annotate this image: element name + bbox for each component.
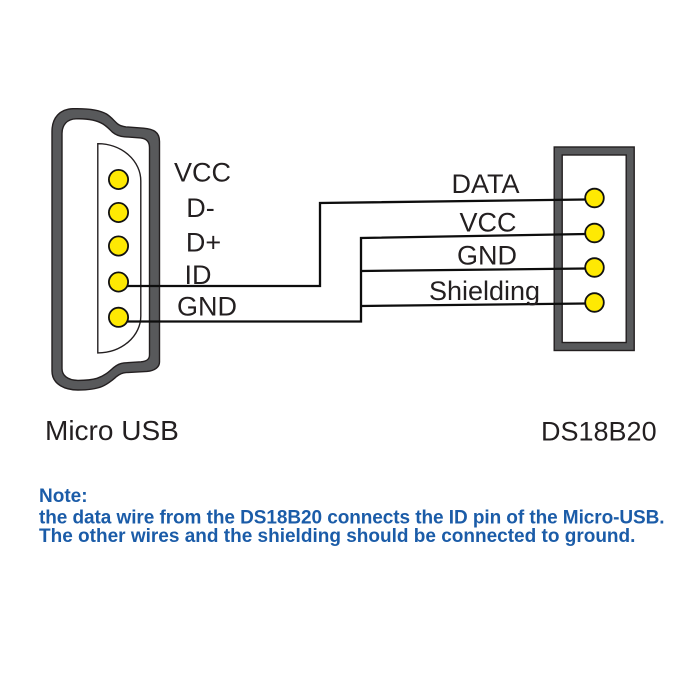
svg-text:DATA: DATA <box>451 169 519 199</box>
svg-text:DS18B20: DS18B20 <box>541 417 657 447</box>
svg-text:VCC: VCC <box>459 208 516 238</box>
svg-text:ID: ID <box>185 260 212 290</box>
svg-text:Note:: Note: <box>39 486 88 507</box>
svg-text:GND: GND <box>457 241 517 271</box>
svg-text:D+: D+ <box>186 228 221 258</box>
svg-text:Shielding: Shielding <box>429 276 540 306</box>
svg-text:Micro USB: Micro USB <box>45 415 179 446</box>
svg-text:the data wire from the DS18B20: the data wire from the DS18B20 connects … <box>39 507 665 528</box>
svg-text:The other wires and the shield: The other wires and the shielding should… <box>39 526 635 547</box>
svg-text:D-: D- <box>186 193 215 223</box>
svg-text:GND: GND <box>177 292 237 322</box>
svg-text:VCC: VCC <box>174 158 231 188</box>
